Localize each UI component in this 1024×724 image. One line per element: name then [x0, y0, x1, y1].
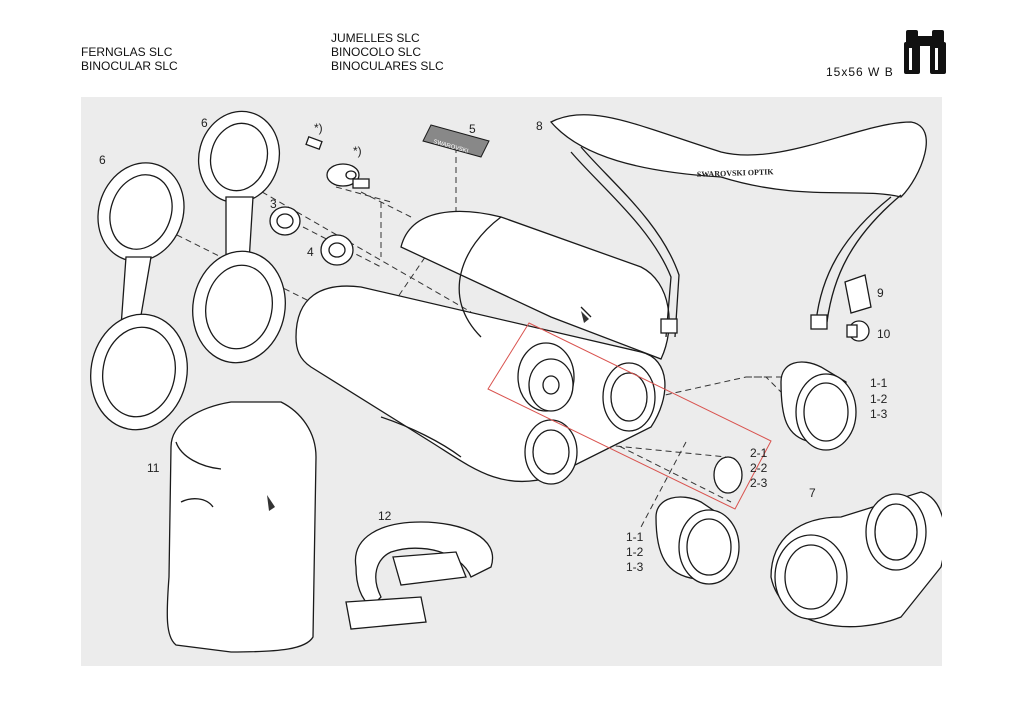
rain-guard-left	[90, 162, 188, 431]
binocular-body	[295, 210, 670, 485]
swarovski-hawk-icon	[581, 311, 589, 323]
label-asterisk-b: *)	[353, 144, 362, 158]
label-7: 7	[809, 486, 816, 500]
title-it: BINOCOLO SLC	[331, 45, 422, 59]
part-8-neck-strap: SWAROVSKI OPTIK	[549, 114, 927, 338]
part-3-eyecup-ring	[269, 206, 301, 236]
label-asterisk-a: *)	[314, 121, 323, 135]
header-left: FERNGLAS SLC BINOCULAR SLC	[81, 45, 178, 73]
case-hawk-icon	[267, 495, 275, 511]
title-en: BINOCULAR SLC	[81, 59, 178, 73]
strap-clip-right	[810, 314, 828, 330]
label-1-1-right: 1-1	[870, 376, 888, 390]
part-1-eyecup-right	[780, 361, 857, 451]
part-labels: 6 6 *) *) 3 4 5 8 9 10 1-1 1-2 1-3 2-1 2…	[99, 116, 891, 574]
label-1-2-bottom: 1-2	[626, 545, 644, 559]
part-4-eyecup	[320, 234, 354, 266]
part-2-diopter-disk	[713, 456, 743, 494]
label-1-3-bottom: 1-3	[626, 560, 644, 574]
rain-guard-right	[192, 110, 286, 364]
label-12: 12	[378, 509, 392, 523]
label-11: 11	[147, 461, 160, 475]
strap-brand-text: SWAROVSKI OPTIK	[697, 167, 775, 179]
label-6-left: 6	[99, 153, 106, 167]
part-10-connector	[846, 320, 870, 342]
label-6-right: 6	[201, 116, 208, 130]
label-10: 10	[877, 327, 891, 341]
part-1-eyecup-bottom	[655, 496, 740, 585]
label-5: 5	[469, 122, 476, 136]
highlight-box	[487, 322, 772, 510]
label-2-1: 2-1	[750, 446, 768, 460]
title-de: FERNGLAS SLC	[81, 45, 173, 59]
exploded-view-panel: SWAROVSKI SWAROVSKI	[81, 97, 942, 666]
title-fr: JUMELLES SLC	[331, 31, 420, 45]
label-2-3: 2-3	[750, 476, 768, 490]
part-12-strap	[345, 521, 494, 630]
model-code: 15x56 W B	[826, 65, 894, 79]
part-7-objective-cover	[770, 491, 942, 628]
label-3: 3	[270, 197, 277, 211]
label-4: 4	[307, 245, 314, 259]
label-1-3-right: 1-3	[870, 407, 888, 421]
label-9: 9	[877, 286, 884, 300]
exploded-parts-diagram: SWAROVSKI SWAROVSKI	[90, 110, 942, 653]
label-2-2: 2-2	[750, 461, 768, 475]
header-middle: JUMELLES SLC BINOCOLO SLC BINOCULARES SL…	[331, 31, 444, 73]
title-es: BINOCULARES SLC	[331, 59, 444, 73]
binocular-icon	[904, 30, 946, 74]
part-9-strap-attachment	[844, 274, 872, 314]
label-1-2-right: 1-2	[870, 392, 888, 406]
label-8: 8	[536, 119, 543, 133]
strap-clip-left	[660, 318, 678, 334]
label-1-1-bottom: 1-1	[626, 530, 644, 544]
part-11-carrying-case	[166, 401, 317, 653]
screw-parts	[305, 136, 370, 189]
